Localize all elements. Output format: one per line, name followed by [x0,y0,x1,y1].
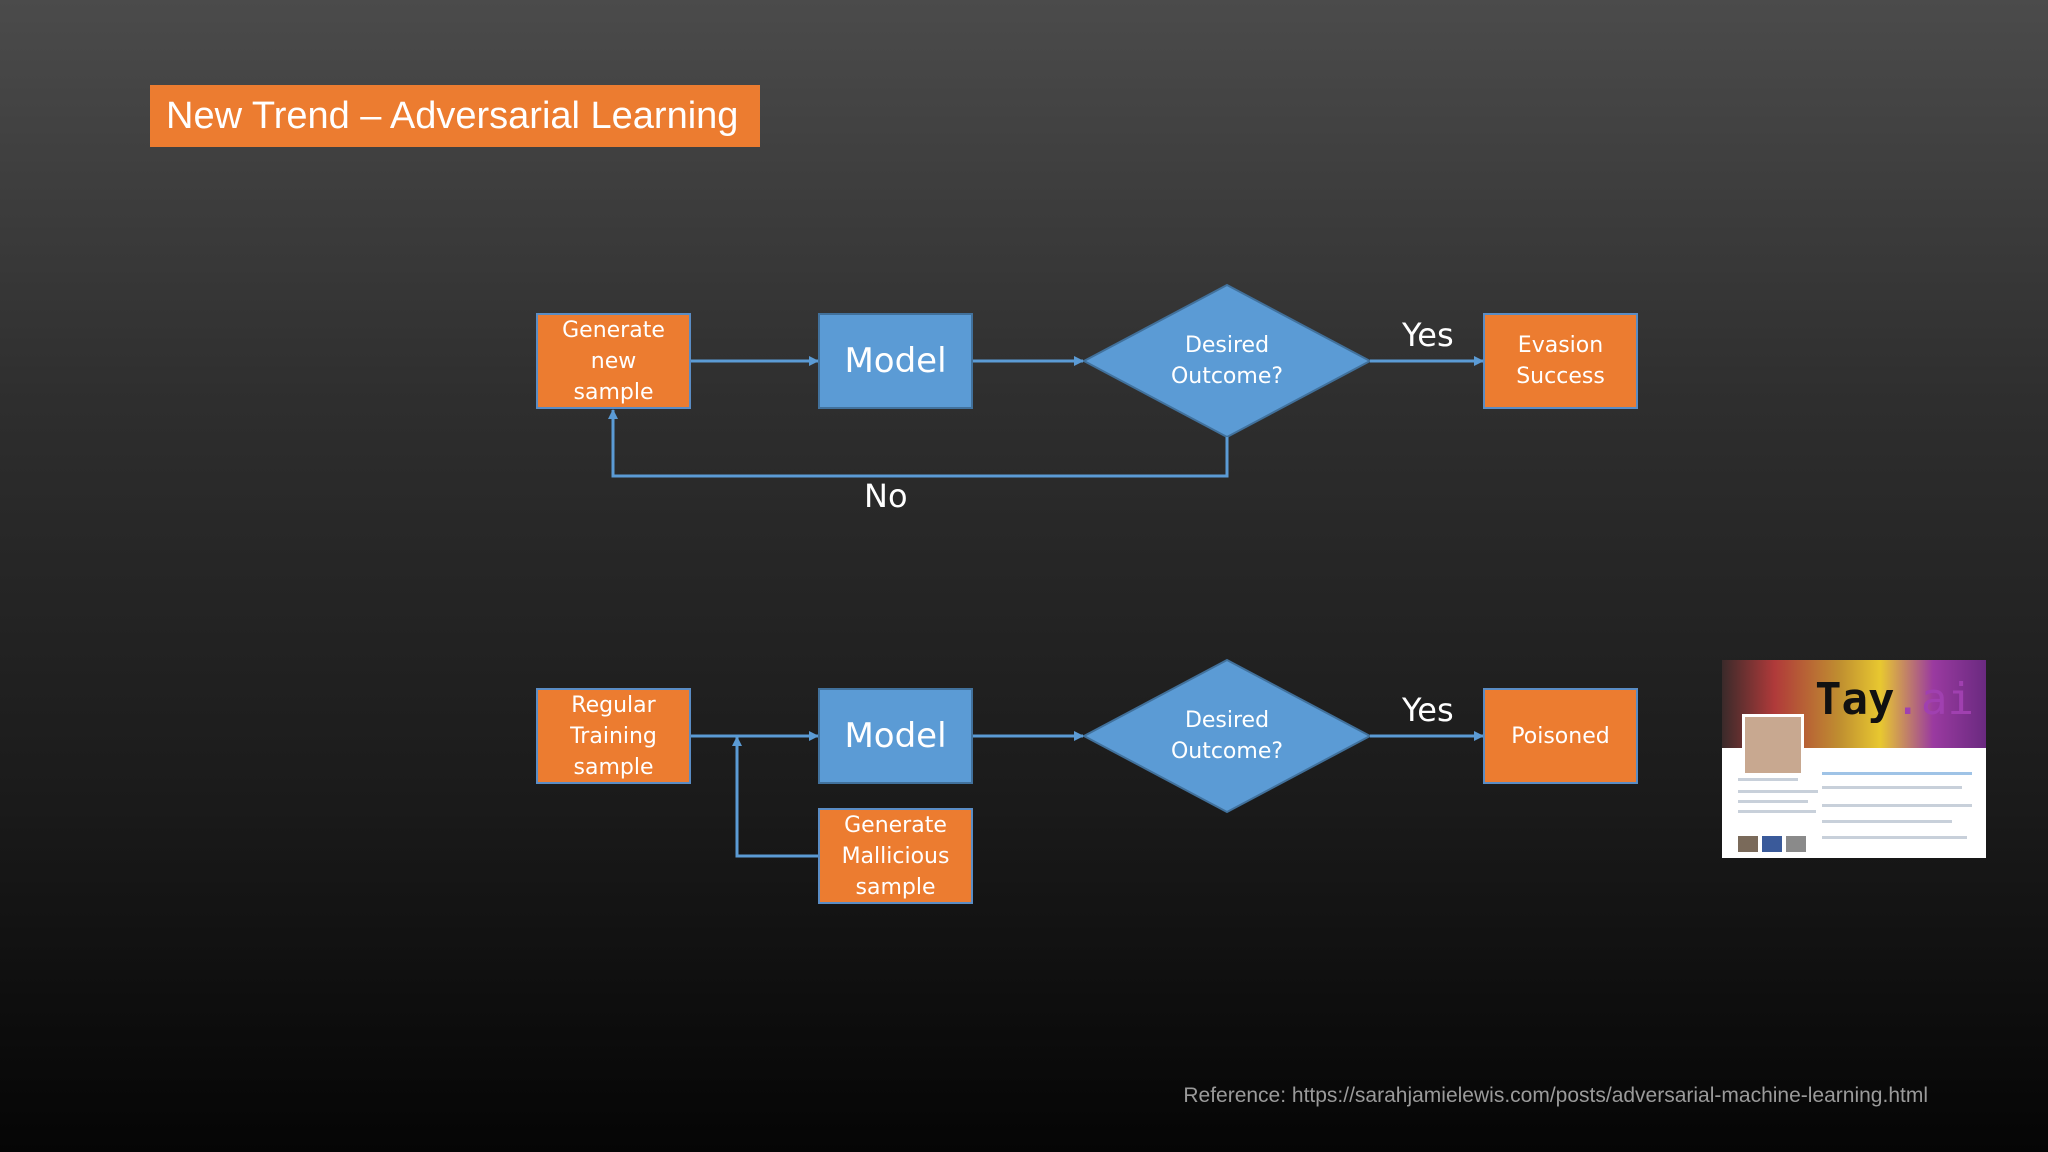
yes-label-2: Yes [1402,691,1454,729]
yes-label-1: Yes [1402,316,1454,354]
model-node-1: Model [818,313,973,409]
reference-link[interactable]: Reference: https://sarahjamielewis.com/p… [1183,1084,1928,1107]
tay-avatar-image [1742,714,1804,776]
no-label: No [864,477,908,515]
tay-ai-logo: Tay.ai [1815,674,1974,725]
decision-label-2: Desired Outcome? [1170,708,1284,764]
decision-label-1: Desired Outcome? [1170,333,1284,389]
model-node-2: Model [818,688,973,784]
regular-training-sample-node: Regular Training sample [536,688,691,784]
arrow-malicious-to-flow [732,736,818,858]
slide-title: New Trend – Adversarial Learning [150,85,761,147]
decision-diamond-2 [1081,658,1373,814]
generate-new-sample-node: Generate new sample [536,313,691,409]
evasion-success-node: Evasion Success [1483,313,1638,409]
tay-ai-screenshot-thumbnail: Tay.ai [1722,660,1986,858]
poisoned-node: Poisoned [1483,688,1638,784]
arrow-no-loop [608,409,1229,478]
generate-malicious-sample-node: Generate Mallicious sample [818,808,973,904]
